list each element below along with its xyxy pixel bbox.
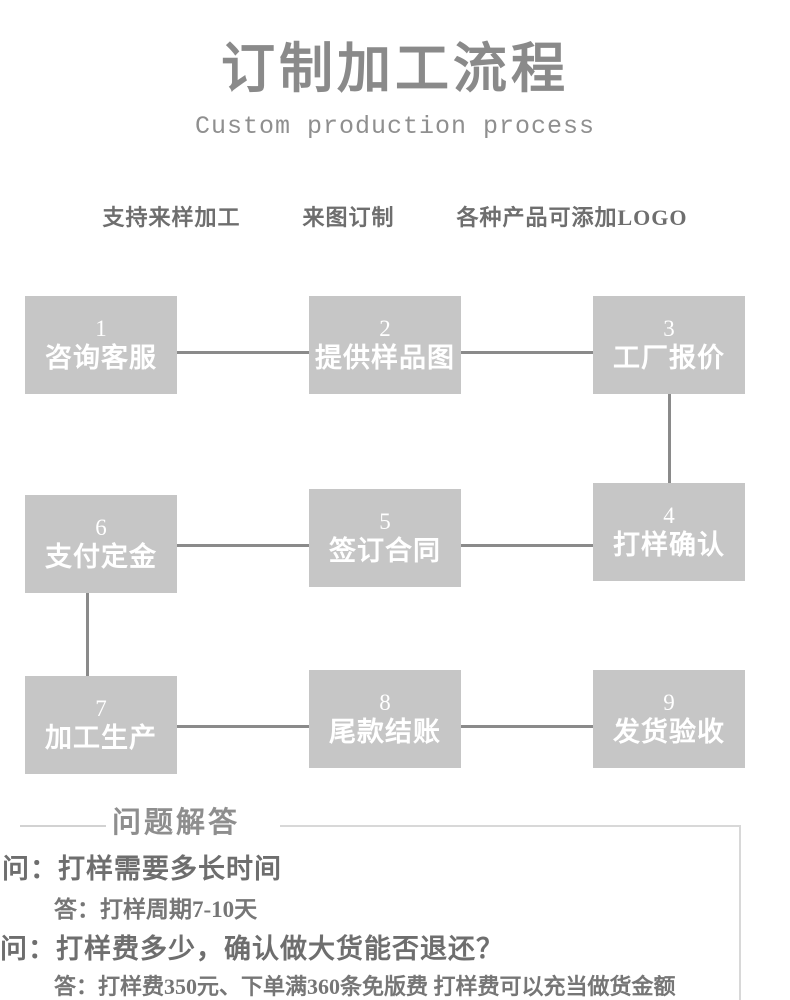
- connector-step8-step9: [461, 725, 593, 728]
- flow-step-9-number: 9: [663, 690, 675, 716]
- flow-step-1-number: 1: [95, 316, 107, 342]
- faq-rule-right: [280, 825, 741, 827]
- page-header: 订制加工流程 Custom production process: [0, 0, 790, 142]
- tagline-row: 支持来样加工 来图订制 各种产品可添加LOGO: [0, 200, 790, 232]
- flow-step-6[interactable]: 6 支付定金: [25, 495, 177, 593]
- connector-step6-step7: [86, 593, 89, 676]
- flow-step-4[interactable]: 4 打样确认: [593, 483, 745, 581]
- faq-border-right: [739, 825, 741, 1000]
- connector-step5-step6: [177, 544, 309, 547]
- faq-section: 问题解答 问：打样需要多长时间 答：打样周期7-10天 问：打样费多少，确认做大…: [0, 805, 790, 1000]
- faq-heading-row: 问题解答: [0, 805, 790, 847]
- flow-step-9[interactable]: 9 发货验收: [593, 670, 745, 768]
- flow-step-3-label: 工厂报价: [613, 343, 725, 374]
- flow-step-4-label: 打样确认: [613, 530, 725, 561]
- flow-step-6-label: 支付定金: [45, 542, 157, 573]
- flow-step-1[interactable]: 1 咨询客服: [25, 296, 177, 394]
- flow-step-2-number: 2: [379, 316, 391, 342]
- flow-step-7-number: 7: [95, 696, 107, 722]
- faq-question-1: 问：打样需要多长时间: [2, 854, 282, 884]
- flow-step-6-number: 6: [95, 515, 107, 541]
- connector-step3-step4: [668, 394, 671, 483]
- tagline-item-1: 支持来样加工: [102, 205, 241, 230]
- flow-step-5-number: 5: [379, 509, 391, 535]
- flow-step-8-label: 尾款结账: [329, 717, 441, 748]
- flow-step-5[interactable]: 5 签订合同: [309, 489, 461, 587]
- flow-step-7-label: 加工生产: [45, 723, 157, 754]
- flow-step-1-label: 咨询客服: [45, 343, 157, 374]
- faq-question-2: 问：打样费多少，确认做大货能否退还？: [0, 934, 504, 964]
- process-flow-diagram: 1 咨询客服 2 提供样品图 3 工厂报价 4 打样确认 5 签订合同 6 支付…: [0, 270, 790, 790]
- connector-step1-step2: [177, 351, 309, 354]
- flow-step-8[interactable]: 8 尾款结账: [309, 670, 461, 768]
- faq-answer-1: 答：打样周期7-10天: [54, 897, 258, 922]
- flow-step-5-label: 签订合同: [329, 536, 441, 567]
- flow-step-3[interactable]: 3 工厂报价: [593, 296, 745, 394]
- faq-section-title: 问题解答: [112, 807, 241, 839]
- flow-step-7[interactable]: 7 加工生产: [25, 676, 177, 774]
- connector-step7-step8: [177, 725, 309, 728]
- faq-rule-left: [20, 825, 106, 827]
- flow-step-9-label: 发货验收: [613, 717, 725, 748]
- page-title: 订制加工流程: [221, 39, 569, 99]
- flow-step-2[interactable]: 2 提供样品图: [309, 296, 461, 394]
- flow-step-4-number: 4: [663, 503, 675, 529]
- tagline-item-2: 来图订制: [302, 205, 395, 230]
- flow-step-2-label: 提供样品图: [315, 343, 455, 374]
- tagline-item-3: 各种产品可添加LOGO: [456, 205, 688, 230]
- connector-step4-step5: [461, 544, 593, 547]
- faq-answer-2: 答：打样费350元、下单满360条免版费 打样费可以充当做货金额: [54, 974, 676, 999]
- flow-step-8-number: 8: [379, 690, 391, 716]
- page-subtitle: Custom production process: [194, 112, 596, 142]
- connector-step2-step3: [461, 351, 593, 354]
- flow-step-3-number: 3: [663, 316, 675, 342]
